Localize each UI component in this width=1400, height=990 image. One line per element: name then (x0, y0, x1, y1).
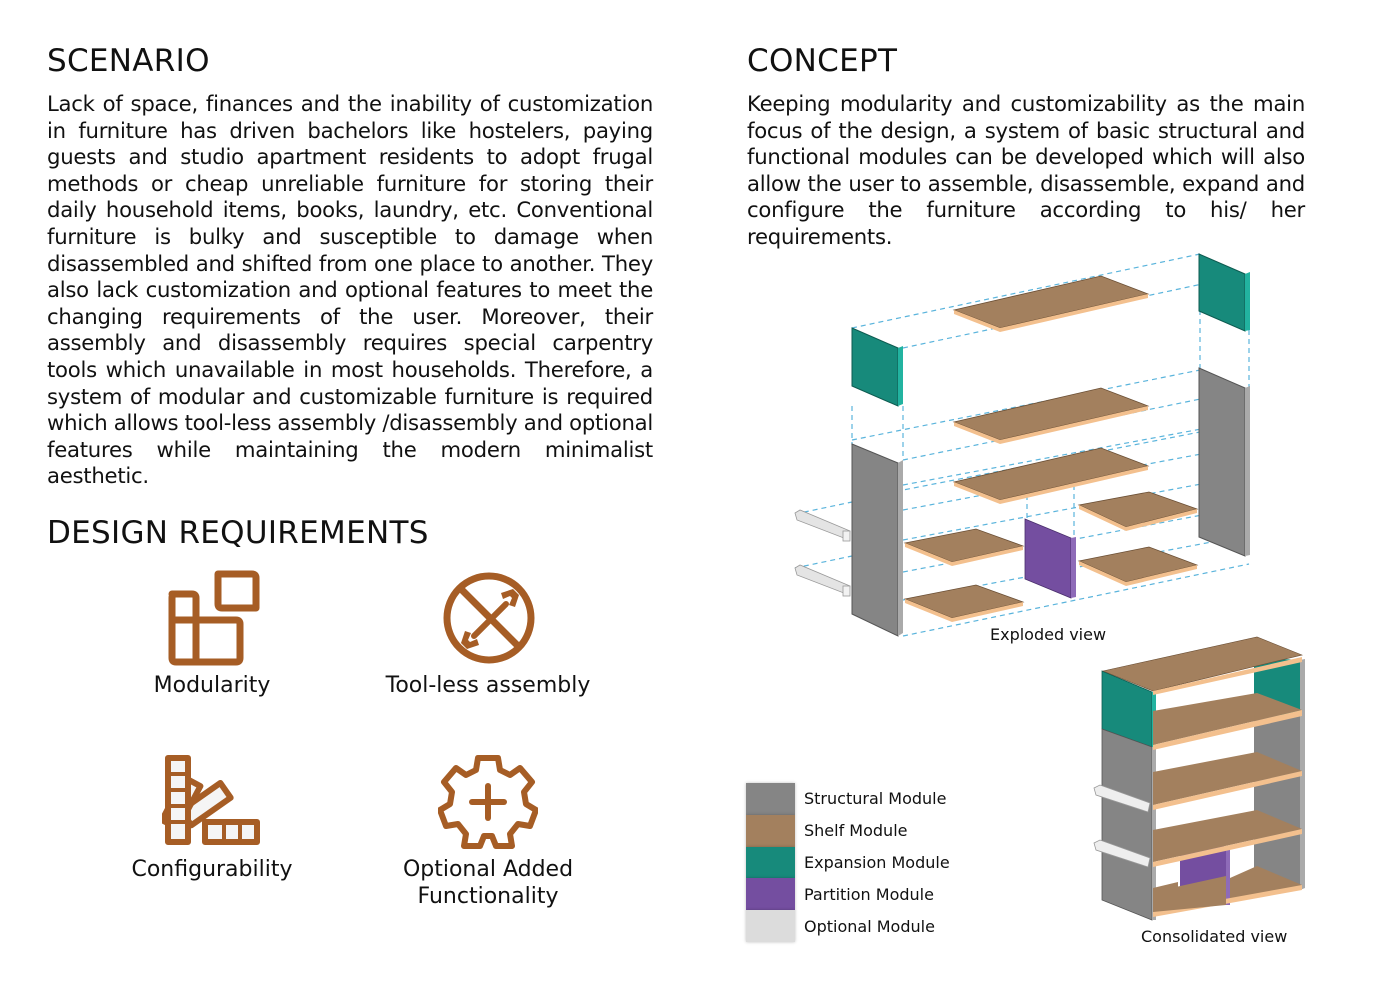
no-tools-icon (443, 572, 535, 664)
structural-module-right (1198, 367, 1250, 557)
requirement-modularity: Modularity (82, 566, 342, 699)
requirement-label: Tool-less assembly (385, 673, 591, 698)
requirement-label: Configurability (131, 857, 293, 882)
shelf-module (1077, 546, 1199, 586)
partition-module (1024, 518, 1076, 599)
expansion-module-left (851, 327, 903, 407)
consolidated-view-diagram (1093, 636, 1305, 921)
optional-module-top (794, 509, 851, 542)
legend-label: Shelf Module (804, 821, 908, 841)
shelf-module (952, 447, 1150, 504)
furniture-diagrams (794, 253, 1305, 921)
shelf-modules (903, 275, 1199, 622)
legend-swatch (746, 783, 795, 815)
legend-item-partition: Partition Module (746, 878, 950, 911)
legend-label: Optional Module (804, 916, 935, 936)
requirement-label: Optional Added Functionality (402, 857, 574, 909)
scenario-heading: SCENARIO (47, 43, 210, 79)
legend-swatch (746, 814, 795, 847)
legend-label: Expansion Module (804, 852, 950, 872)
exploded-view-diagram (794, 253, 1250, 637)
shelf-module (1077, 491, 1199, 531)
structural-module-left (851, 443, 903, 637)
shelf-module (952, 275, 1150, 332)
requirement-configurability: Configurability (82, 750, 342, 883)
concept-heading: CONCEPT (747, 43, 898, 79)
concept-paragraph: Keeping modularity and customizability a… (747, 91, 1305, 249)
optional-module-bottom (794, 564, 851, 597)
consolidated-view-caption: Consolidated view (1141, 927, 1288, 946)
shelf-module (952, 387, 1150, 444)
requirement-optional-functionality: Optional Added Functionality (358, 750, 618, 910)
expansion-module-right (1198, 253, 1250, 332)
legend-label: Partition Module (804, 884, 934, 904)
module-legend: Structural Module Shelf Module Expansion… (746, 783, 950, 942)
requirement-tool-less-assembly: Tool-less assembly (358, 566, 618, 699)
requirement-label: Modularity (153, 673, 271, 698)
modular-blocks-icon (168, 570, 260, 666)
legend-label: Structural Module (804, 789, 947, 809)
consolidated-shelves (1101, 636, 1303, 917)
legend-item-structural: Structural Module (746, 783, 950, 815)
exploded-view-caption: Exploded view (990, 625, 1107, 644)
legend-swatch (746, 878, 795, 911)
design-requirements-heading: DESIGN REQUIREMENTS (47, 515, 429, 551)
legend-item-optional: Optional Module (746, 910, 950, 942)
legend-swatch (746, 910, 795, 942)
swatch-fan-icon (162, 755, 260, 845)
gear-plus-icon (438, 755, 538, 849)
scenario-paragraph: Lack of space, finances and the inabilit… (47, 91, 653, 489)
shelf-module (903, 584, 1025, 622)
legend-item-expansion: Expansion Module (746, 846, 950, 879)
legend-swatch (746, 846, 795, 879)
shelf-module (903, 528, 1025, 566)
legend-item-shelf: Shelf Module (746, 814, 950, 847)
